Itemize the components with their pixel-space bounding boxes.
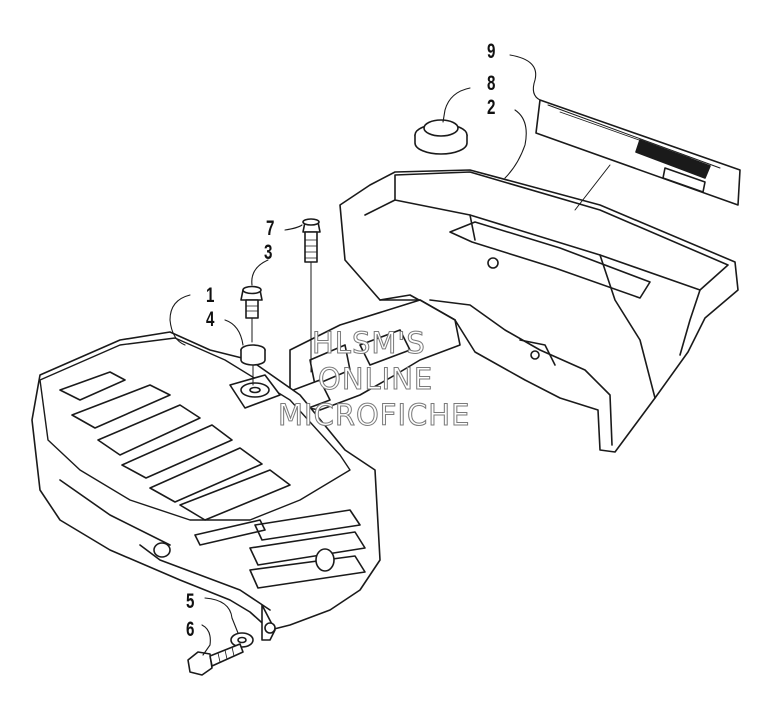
callout-3: 3: [264, 241, 273, 264]
callout-6: 6: [186, 618, 195, 641]
leader-lines: [169, 54, 541, 656]
upper-cover-part-2: [339, 164, 739, 453]
watermark-line-2: ONLINE: [317, 362, 434, 397]
callout-2: 2: [487, 96, 496, 119]
bolt-part-6: [187, 643, 244, 676]
screw-part-3: [240, 285, 263, 343]
callout-4: 4: [206, 308, 215, 331]
callout-1: 1: [206, 284, 215, 307]
mounting-bracket: [279, 299, 461, 416]
washer-part-5: [230, 632, 254, 648]
screw-part-7: [302, 218, 321, 373]
callout-9: 9: [487, 40, 496, 63]
callout-8: 8: [487, 72, 496, 95]
decal-part-9: [535, 99, 741, 206]
grommet-part-8: [414, 119, 468, 155]
callout-7: 7: [266, 217, 275, 240]
spacer-part-4: [240, 344, 266, 386]
watermark-line-1: HLSM'S: [312, 326, 426, 361]
muffler-heat-shield-part-1: [31, 331, 381, 641]
callout-5: 5: [186, 590, 195, 613]
watermark-line-3: MICROFICHE: [277, 398, 471, 433]
